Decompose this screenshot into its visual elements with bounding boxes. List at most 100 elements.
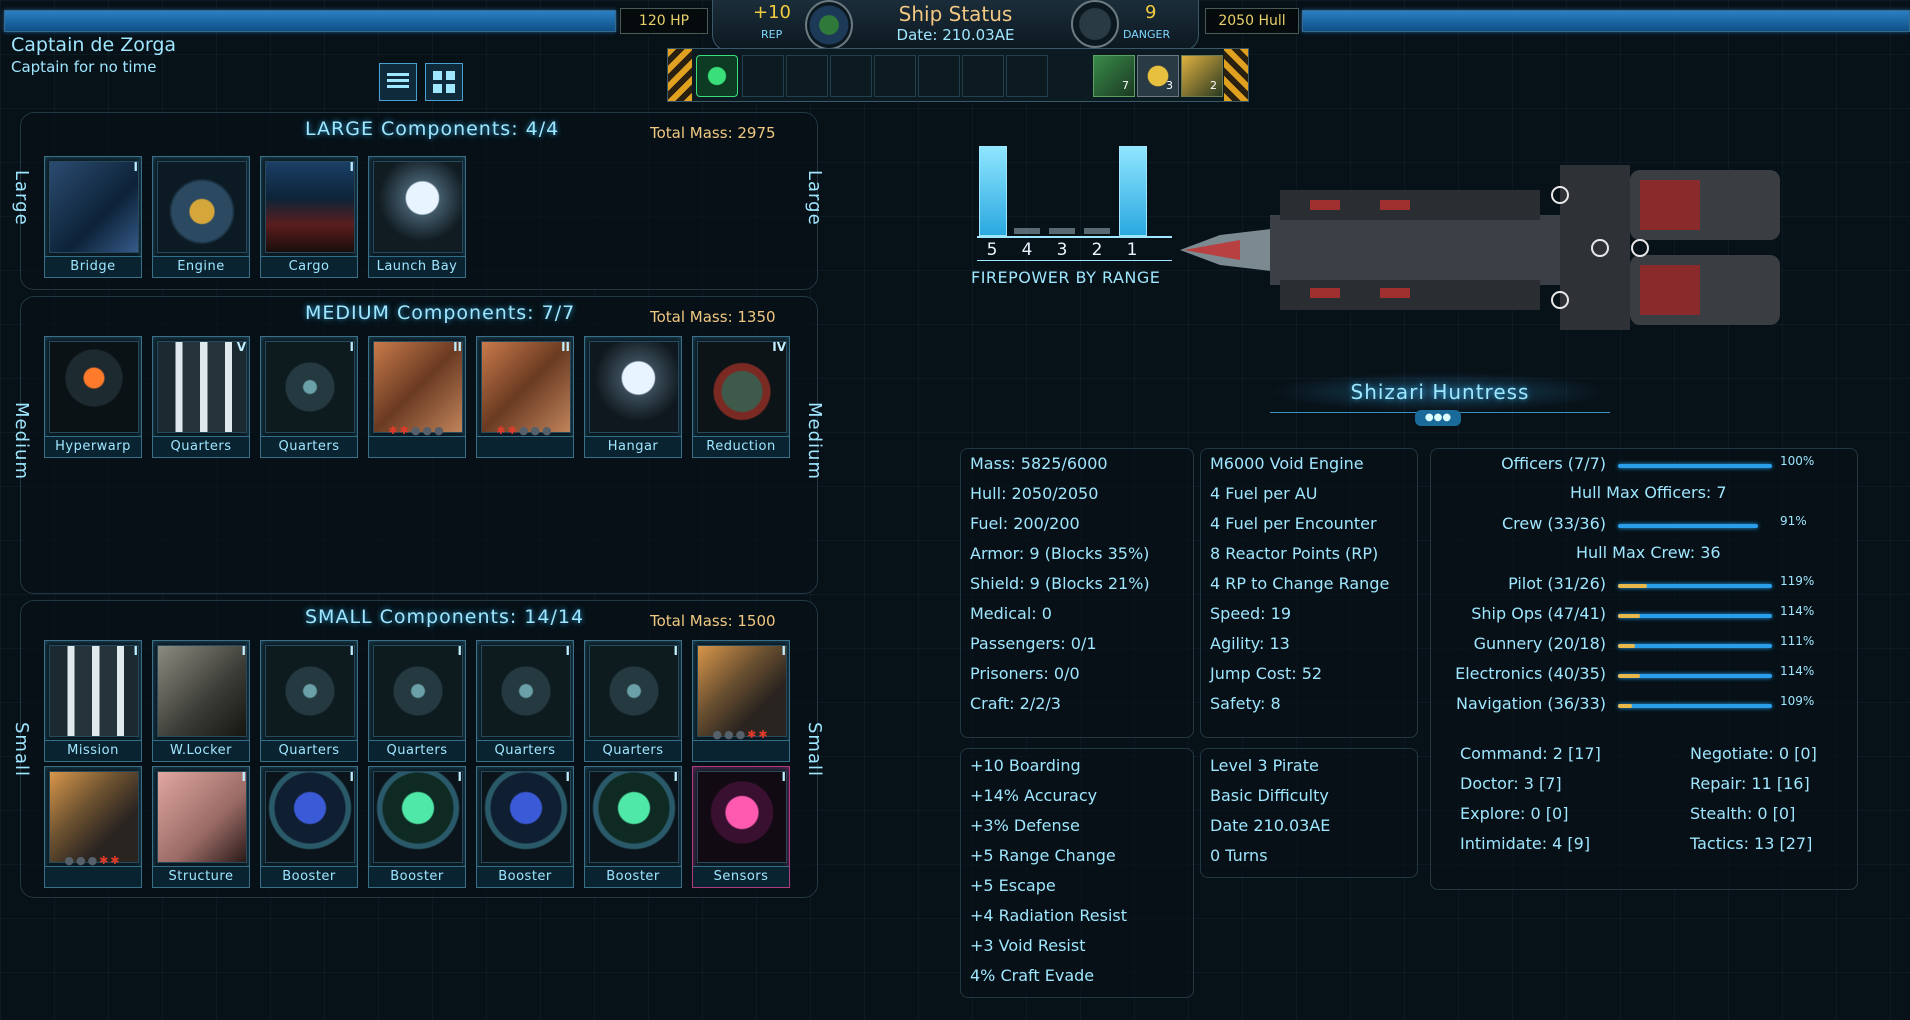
crew-skill: Tactics: 13 [27] <box>1690 834 1813 853</box>
engine-stat: 4 Fuel per Encounter <box>1210 514 1377 533</box>
component-card[interactable]: Launch Bay <box>368 156 466 278</box>
empty-slot[interactable] <box>962 55 1004 97</box>
ship-stat: Prisoners: 0/0 <box>970 664 1080 683</box>
empty-slot[interactable] <box>918 55 960 97</box>
warp-icon <box>49 341 139 433</box>
component-card[interactable]: II✱✱●●● <box>368 336 466 458</box>
tier-badge: I <box>673 644 678 658</box>
engine-stat: Jump Cost: 52 <box>1210 664 1323 683</box>
crew-skill: Repair: 11 [16] <box>1690 774 1810 793</box>
sensor-icon <box>697 771 787 863</box>
crew-percent: 100% <box>1780 454 1815 468</box>
component-label: Mission <box>45 740 141 761</box>
component-card[interactable]: I●●●✱✱ <box>692 640 790 762</box>
bay-icon <box>373 161 463 253</box>
engine-stat: M6000 Void Engine <box>1210 454 1364 473</box>
crew-percent: 111% <box>1780 634 1815 648</box>
firepower-range-label: 4 <box>1021 240 1033 260</box>
component-label <box>693 740 789 761</box>
crew-overstaff-fill <box>1618 674 1640 678</box>
faction-emblem-icon[interactable] <box>805 0 853 50</box>
tier-badge: I <box>565 644 570 658</box>
empty-slot[interactable] <box>742 55 784 97</box>
badge-count: 2 <box>1210 79 1217 92</box>
engine-stat: Speed: 19 <box>1210 604 1291 623</box>
crew-overstaff-fill <box>1618 614 1640 618</box>
ship-stat: Armor: 9 (Blocks 35%) <box>970 544 1150 563</box>
grid-view-button[interactable] <box>425 63 463 101</box>
medium-mass: Total Mass: 1350 <box>650 308 776 326</box>
empty-slot[interactable] <box>1006 55 1048 97</box>
empty-slot[interactable] <box>874 55 916 97</box>
firepower-bar-range-5 <box>979 146 1007 236</box>
empty-slot[interactable] <box>830 55 872 97</box>
game-info: Level 3 Pirate <box>1210 756 1319 775</box>
large-title: LARGE Components: 4/4 <box>305 118 560 140</box>
component-card[interactable]: I Bridge <box>44 156 142 278</box>
crew-overstaff-fill <box>1618 584 1648 588</box>
info-panel <box>1200 748 1418 878</box>
tier-badge: I <box>133 160 138 174</box>
tier-badge: I <box>781 770 786 784</box>
crew-skill: Negotiate: 0 [0] <box>1690 744 1817 763</box>
list-icon <box>387 73 409 91</box>
firepower-bar-range-2 <box>1084 228 1110 234</box>
rating-dots-icon: ✱✱●●● <box>496 424 554 437</box>
component-card[interactable]: I Quarters <box>476 640 574 762</box>
ship-name-dots-button[interactable]: ●●● <box>1415 410 1461 426</box>
firepower-range-label: 2 <box>1091 240 1103 260</box>
ship-name: Shizari Huntress <box>1350 380 1530 404</box>
small-mass: Total Mass: 1500 <box>650 612 776 630</box>
empty-slot[interactable] <box>786 55 828 97</box>
component-card[interactable]: Hyperwarp <box>44 336 142 458</box>
ship-stat: Mass: 5825/6000 <box>970 454 1108 473</box>
component-label: Quarters <box>477 740 573 761</box>
grid-icon <box>433 71 455 93</box>
captain-name: Captain de Zorga <box>11 34 177 56</box>
armor-icon <box>373 341 463 433</box>
component-label: Bridge <box>45 256 141 277</box>
list-view-button[interactable] <box>379 63 417 101</box>
crew-skill: Explore: 0 [0] <box>1460 804 1569 823</box>
component-label: Booster <box>585 866 681 887</box>
ship-stat: Passengers: 0/1 <box>970 634 1097 653</box>
engine-stat: Safety: 8 <box>1210 694 1281 713</box>
component-label <box>369 436 465 457</box>
crew-wing-icon[interactable] <box>1181 55 1223 97</box>
ship-bonus: 4% Craft Evade <box>970 966 1095 985</box>
component-card[interactable]: Hangar <box>584 336 682 458</box>
rank-chevron-icon[interactable] <box>1093 55 1135 97</box>
tier-badge: I <box>781 644 786 658</box>
ship-bonus: +14% Accuracy <box>970 786 1098 805</box>
hp-readout: 120 HP <box>620 8 708 34</box>
stats-panel-2 <box>1200 448 1418 738</box>
component-card[interactable]: Engine <box>152 156 250 278</box>
gun-icon <box>697 645 787 737</box>
stats-panel-1 <box>960 448 1194 738</box>
small-side-label-left: Small <box>11 722 32 777</box>
component-label: Quarters <box>369 740 465 761</box>
ship-status-icon[interactable] <box>696 55 738 97</box>
crew-skill: Command: 2 [17] <box>1460 744 1601 763</box>
tier-badge: II <box>453 340 462 354</box>
crew-progress-bar <box>1618 584 1772 588</box>
ship-silhouette-icon <box>1180 165 1780 330</box>
officer-helmet-icon[interactable] <box>1137 55 1179 97</box>
component-card[interactable]: ●●●✱✱ <box>44 766 142 888</box>
component-card[interactable]: II✱✱●●● <box>476 336 574 458</box>
